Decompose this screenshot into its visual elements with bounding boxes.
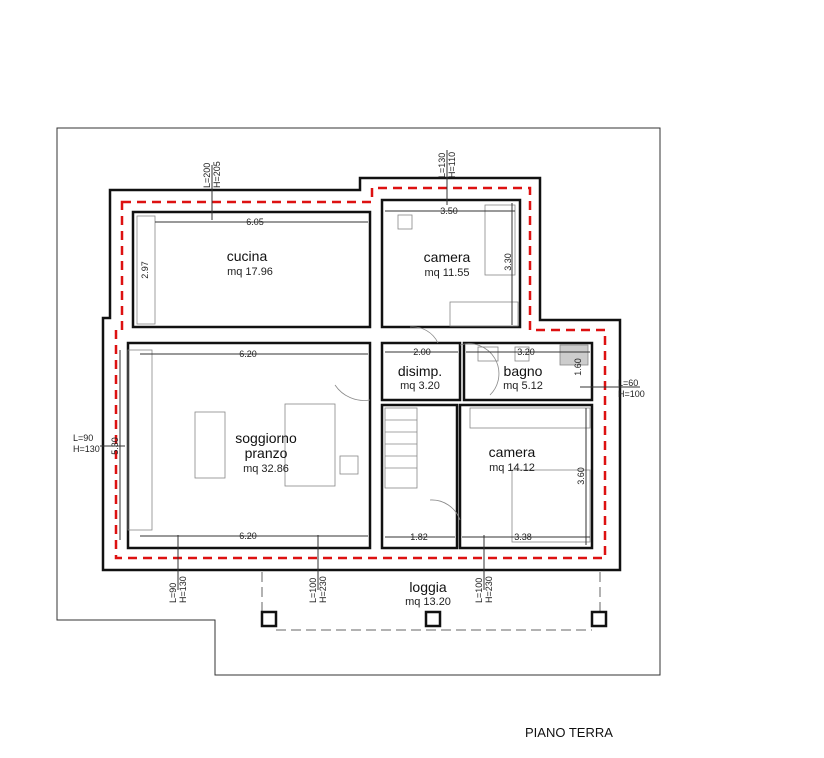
staircase <box>384 407 418 489</box>
dimension-label: 1.82 <box>410 532 428 542</box>
dimension-label: 3.60 <box>576 467 586 485</box>
window-height: H=205 <box>212 161 222 188</box>
room-name: camera <box>489 444 536 460</box>
dimension-lines <box>100 150 640 590</box>
window-width: L=130 <box>437 153 447 178</box>
perimeter-dashed-line <box>114 186 607 560</box>
room-area: mq 32.86 <box>243 463 289 475</box>
window-width: L=100 <box>474 578 484 603</box>
dimension-label: 6.05 <box>246 217 264 227</box>
window-height: H=230 <box>484 576 494 603</box>
window-height: H=130 <box>178 576 188 603</box>
window-height: H=110 <box>447 152 457 178</box>
room-name: camera <box>424 249 471 265</box>
dimension-label: 3.50 <box>440 206 458 216</box>
window-width: L=90 <box>168 583 178 603</box>
outer-wall <box>101 176 622 572</box>
dimension-label: 6.20 <box>239 531 257 541</box>
dimension-label: 6.20 <box>239 349 257 359</box>
room-area: mq 13.20 <box>405 596 451 608</box>
room-name: loggia <box>409 579 447 595</box>
room-name: bagno <box>504 363 543 379</box>
dimension-label: 3.30 <box>503 253 513 271</box>
dimension-label: 2.00 <box>413 347 431 357</box>
dimension-label: 1.60 <box>573 358 583 376</box>
lot-boundary <box>56 127 661 676</box>
room-name: soggiorno <box>235 430 297 446</box>
room-area: mq 5.12 <box>503 380 543 392</box>
plan-title: PIANO TERRA <box>525 725 613 740</box>
room-name: disimp. <box>398 363 442 379</box>
room-area: mq 3.20 <box>400 380 440 392</box>
dimension-label: 3.38 <box>514 532 532 542</box>
room-name: cucina <box>227 248 268 264</box>
furniture <box>127 204 591 543</box>
loggia-structure <box>260 572 608 631</box>
room-area: mq 14.12 <box>489 462 535 474</box>
window-width: L=90 <box>73 433 93 443</box>
dimension-label: 3.20 <box>517 347 535 357</box>
dimension-label: 2.97 <box>140 261 150 279</box>
room-name-2: pranzo <box>245 445 288 461</box>
window-height: H=230 <box>318 576 328 603</box>
door-swings <box>334 326 500 521</box>
dimension-label: 5.30 <box>110 437 120 455</box>
room-area: mq 11.55 <box>424 267 469 279</box>
window-width: L=100 <box>308 578 318 603</box>
window-width: L=60 <box>618 378 638 388</box>
window-width: L=200 <box>202 163 212 188</box>
room-area: mq 17.96 <box>227 266 273 278</box>
window-height: H=100 <box>618 389 645 399</box>
window-height: H=130 <box>73 444 100 454</box>
